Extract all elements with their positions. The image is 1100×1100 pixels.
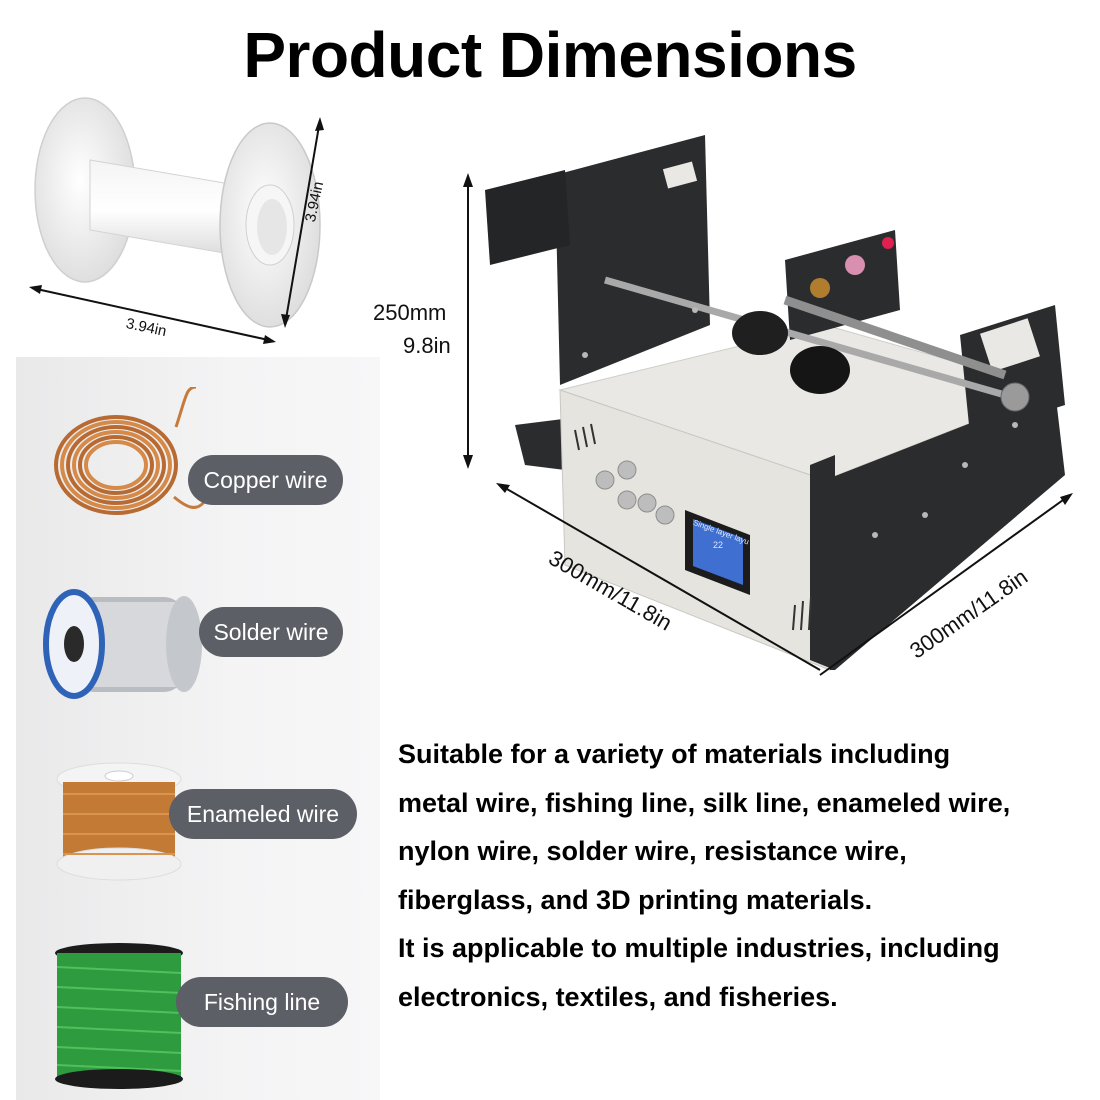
- height-mm-label: 250mm: [373, 300, 447, 325]
- description-line: metal wire, fishing line, silk line, ena…: [398, 787, 1011, 818]
- winding-machine-illustration: [463, 135, 1073, 676]
- material-item-enameled-wire: Enameled wire: [16, 749, 380, 899]
- spool-illustration: [29, 97, 324, 344]
- solder-wire-spool-icon: [43, 589, 202, 699]
- material-item-solder-wire: Solder wire: [16, 562, 380, 712]
- material-label: Fishing line: [176, 977, 348, 1027]
- fishing-line-spool-icon: [55, 943, 183, 1089]
- material-item-copper-wire: Copper wire: [16, 387, 380, 537]
- screen-value: 22: [713, 540, 724, 550]
- page-title: Product Dimensions: [243, 19, 857, 91]
- description-line: electronics, textiles, and fisheries.: [398, 981, 838, 1012]
- material-label: Enameled wire: [169, 789, 357, 839]
- machine-figure: Single layer layu 22 250mm 9.8in 300mm/1…: [365, 135, 1085, 695]
- enameled-wire-spool-icon: [56, 762, 182, 881]
- copper-wire-coil-icon: [54, 387, 206, 515]
- materials-panel: Copper wire Solder wire Enameled wire: [16, 357, 380, 1100]
- spool-figure: 3.94in 3.94in: [20, 95, 365, 360]
- material-item-fishing-line: Fishing line: [16, 932, 380, 1089]
- description-line: fiberglass, and 3D printing materials.: [398, 884, 873, 915]
- description-line: It is applicable to multiple industries,…: [398, 933, 1000, 963]
- height-in-label: 9.8in: [403, 333, 451, 358]
- description-text: Suitable for a variety of materials incl…: [398, 730, 1088, 1021]
- description-line: Suitable for a variety of materials incl…: [398, 739, 951, 769]
- material-label: Copper wire: [188, 455, 343, 505]
- description-line: nylon wire, solder wire, resistance wire…: [398, 836, 907, 866]
- material-label: Solder wire: [199, 607, 343, 657]
